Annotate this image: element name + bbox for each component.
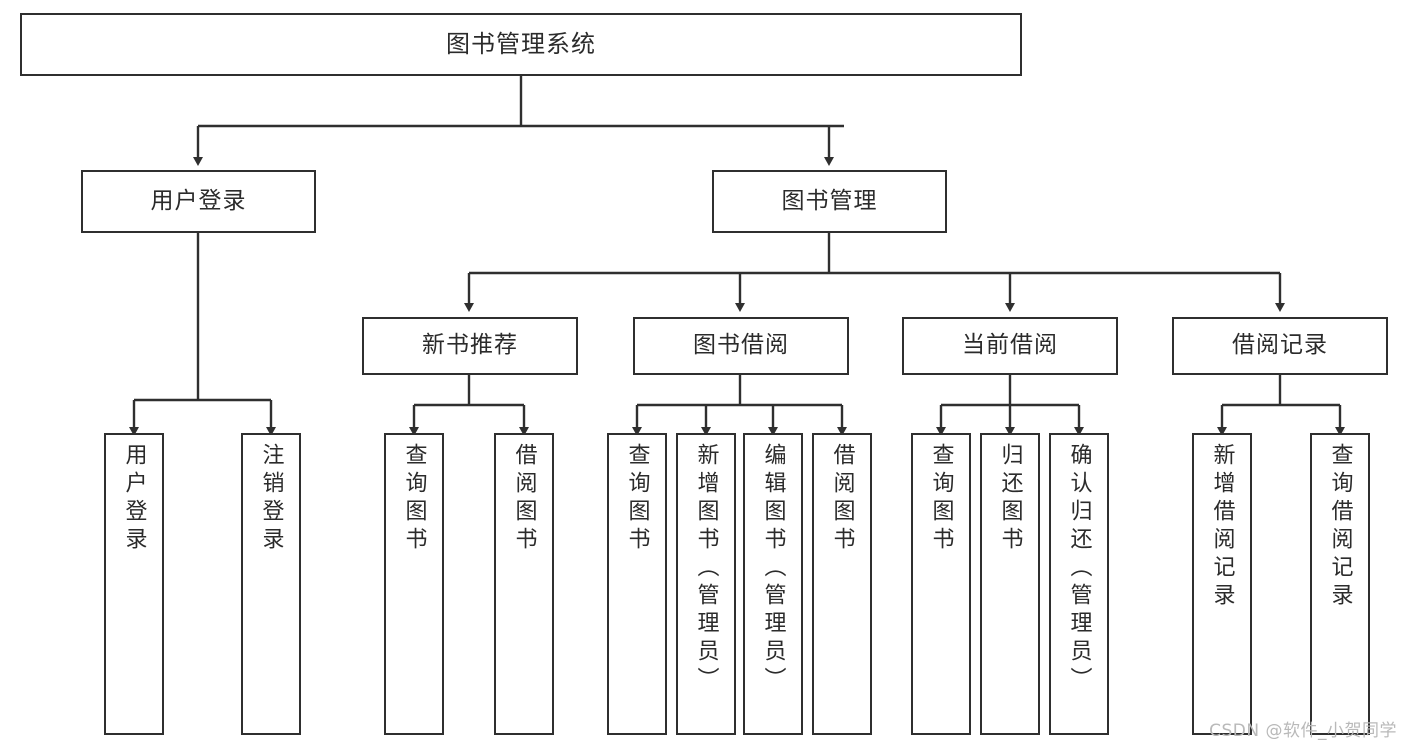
node-book-borrow[interactable]: 图书借阅 [633,317,849,375]
node-label: 用户登录 [150,187,247,214]
node-label: 查询图书 [624,443,650,555]
node-label: 借阅图书 [829,443,855,555]
node-current-borrow[interactable]: 当前借阅 [902,317,1118,375]
node-book-management[interactable]: 图书管理 [712,170,947,233]
node-user-login[interactable]: 用户登录 [81,170,316,233]
node-root-book-management-system[interactable]: 图书管理系统 [20,13,1022,76]
node-leaf-query-book-current[interactable]: 查询图书 [911,433,971,735]
node-leaf-confirm-return-admin[interactable]: 确认归还（管理员） [1049,433,1109,735]
node-leaf-query-borrow-record[interactable]: 查询借阅记录 [1310,433,1370,735]
node-new-book-recommend[interactable]: 新书推荐 [362,317,578,375]
node-leaf-query-book-recommend[interactable]: 查询图书 [384,433,444,735]
node-label: 查询图书 [928,443,954,555]
node-leaf-edit-book-admin[interactable]: 编辑图书（管理员） [743,433,803,735]
node-leaf-borrow-book[interactable]: 借阅图书 [812,433,872,735]
node-label: 确认归还（管理员） [1066,443,1092,695]
node-leaf-user-login[interactable]: 用户登录 [104,433,164,735]
node-label: 新增图书（管理员） [693,443,719,695]
node-label: 借阅图书 [511,443,537,555]
node-label: 注销登录 [258,443,284,555]
node-label: 用户登录 [121,443,147,555]
node-label: 查询图书 [401,443,427,555]
node-label: 查询借阅记录 [1327,443,1353,611]
node-label: 新增借阅记录 [1209,443,1235,611]
node-label: 借阅记录 [1232,332,1328,359]
node-leaf-borrow-book-recommend[interactable]: 借阅图书 [494,433,554,735]
node-label: 归还图书 [997,443,1023,555]
node-leaf-add-borrow-record[interactable]: 新增借阅记录 [1192,433,1252,735]
node-label: 当前借阅 [962,332,1058,359]
watermark-text: CSDN @软件_小贺同学 [1209,721,1397,741]
node-borrow-record[interactable]: 借阅记录 [1172,317,1388,375]
node-label: 图书管理 [781,187,878,214]
node-label: 图书管理系统 [446,30,596,59]
node-leaf-query-book-borrow[interactable]: 查询图书 [607,433,667,735]
node-leaf-return-book[interactable]: 归还图书 [980,433,1040,735]
node-leaf-logout[interactable]: 注销登录 [241,433,301,735]
node-leaf-add-book-admin[interactable]: 新增图书（管理员） [676,433,736,735]
node-label: 新书推荐 [422,332,518,359]
node-label: 编辑图书（管理员） [760,443,786,695]
node-label: 图书借阅 [693,332,789,359]
